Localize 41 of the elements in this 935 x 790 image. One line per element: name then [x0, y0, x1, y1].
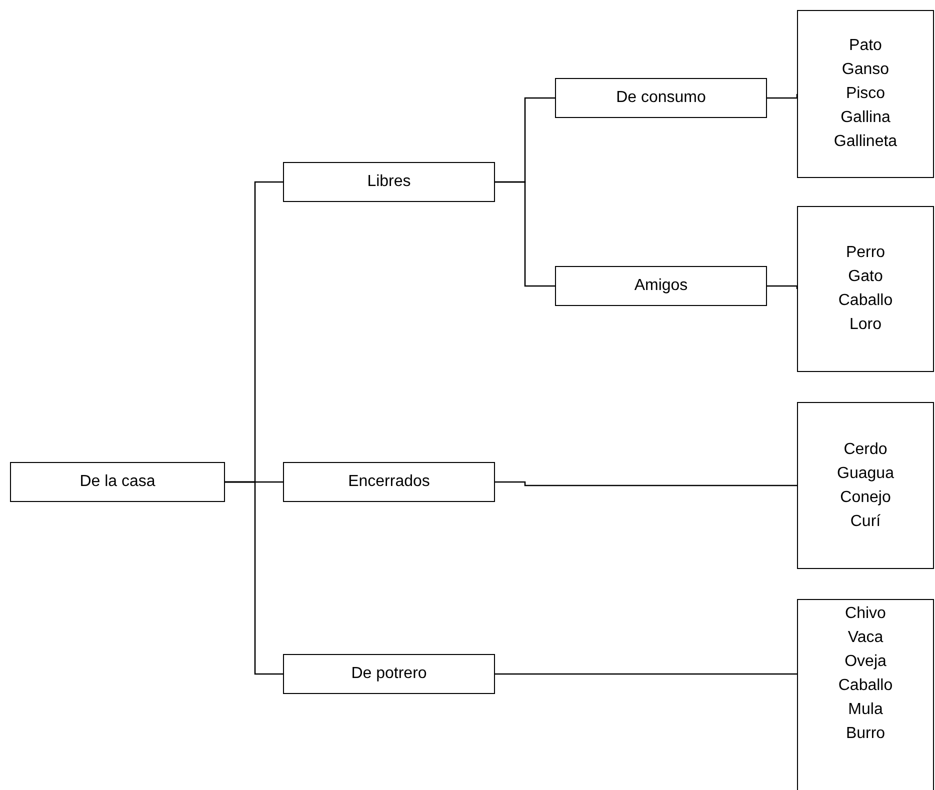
category-box — [555, 266, 767, 306]
list-item: Gallina — [840, 108, 890, 128]
list-item: Conejo — [840, 488, 891, 508]
list-item: Ganso — [842, 60, 890, 80]
list-box — [797, 206, 934, 372]
list-item: Burro — [846, 724, 886, 744]
node-label: Amigos — [634, 276, 688, 296]
list-item: Perro — [846, 243, 886, 263]
list-item: Vaca — [848, 628, 884, 648]
list-item: Gallineta — [834, 132, 898, 152]
node-label: De potrero — [351, 664, 427, 684]
connector-line — [225, 481, 283, 675]
list-item: Oveja — [844, 652, 886, 672]
category-box — [283, 162, 495, 202]
node-label: Encerrados — [348, 472, 430, 492]
list-item: Caballo — [838, 291, 893, 311]
category-box — [283, 654, 495, 694]
connector-line — [767, 93, 798, 99]
connector-line — [495, 181, 555, 287]
list-item: Gato — [848, 267, 883, 287]
connector-line — [495, 481, 797, 486]
category-box — [10, 462, 225, 502]
list-item: Chivo — [845, 604, 886, 624]
category-box — [283, 462, 495, 502]
category-box — [555, 78, 767, 118]
list-item: Pisco — [846, 84, 886, 104]
node-label: De consumo — [616, 88, 706, 108]
list-item: Caballo — [838, 676, 893, 696]
list-box — [797, 402, 934, 569]
list-item: Curí — [850, 512, 881, 532]
list-item: Guagua — [837, 464, 894, 484]
node-label: De la casa — [80, 472, 156, 492]
list-item: Mula — [848, 700, 883, 720]
list-item: Loro — [849, 315, 882, 335]
list-box — [797, 599, 934, 790]
connector-line — [495, 673, 797, 675]
list-box — [797, 10, 934, 178]
connector-line — [767, 285, 798, 290]
node-label: Libres — [367, 172, 411, 192]
list-item: Pato — [849, 36, 882, 56]
list-item: Cerdo — [844, 440, 888, 460]
